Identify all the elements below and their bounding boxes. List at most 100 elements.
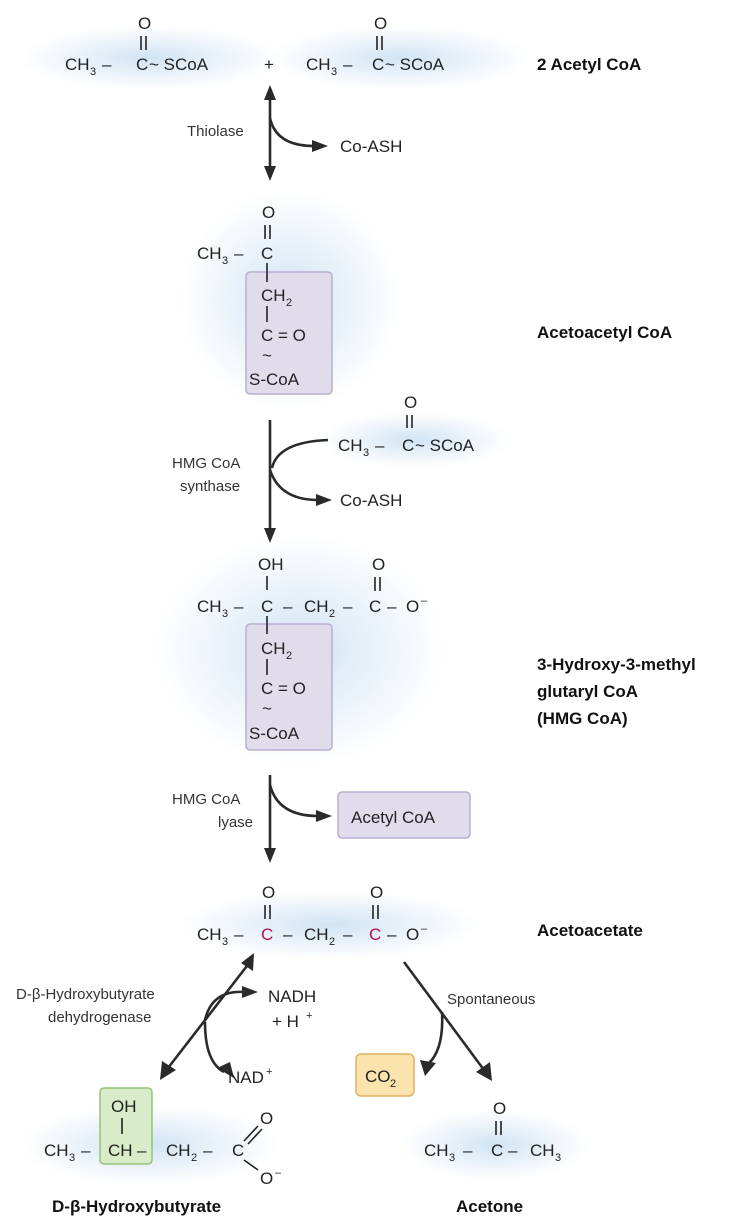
svg-text:O: O	[262, 883, 275, 902]
svg-text:CH: CH	[261, 639, 286, 658]
svg-text:C: C	[369, 925, 381, 944]
svg-text:–: –	[421, 595, 428, 607]
svg-text:CH: CH	[304, 925, 329, 944]
svg-text:C: C	[232, 1141, 244, 1160]
svg-text:3: 3	[90, 66, 96, 78]
svg-text:2: 2	[286, 650, 292, 662]
acetoacetyl-coa-molecule: O CH 3 – C CH 2 C = O ~ S-CoA	[197, 203, 306, 389]
hmg-synthase-arrow	[264, 420, 332, 543]
svg-text:O: O	[262, 203, 275, 222]
label-acetoacetate: Acetoacetate	[537, 921, 643, 940]
spontaneous-label: Spontaneous	[447, 991, 535, 1008]
h-plus: + H	[272, 1012, 299, 1031]
svg-text:3: 3	[555, 1152, 561, 1164]
enzyme-hmg-synthase-line2: synthase	[180, 478, 240, 495]
svg-text:C = O: C = O	[261, 679, 306, 698]
svg-text:3: 3	[222, 255, 228, 267]
hydroxy-box	[99, 1087, 153, 1165]
nad-plus-sup: +	[266, 1066, 272, 1078]
nadh: NADH	[268, 987, 316, 1006]
hmg-lyase-arrow	[264, 775, 332, 863]
svg-text:–: –	[343, 55, 353, 74]
svg-text:3: 3	[222, 608, 228, 620]
svg-text:3: 3	[449, 1152, 455, 1164]
svg-text:C: C	[261, 244, 273, 263]
svg-text:2: 2	[329, 936, 335, 948]
enzyme-thiolase: Thiolase	[187, 123, 244, 140]
svg-text:~: ~	[262, 346, 272, 365]
svg-text:–: –	[102, 55, 112, 74]
svg-text:–: –	[375, 436, 385, 455]
svg-text:O: O	[372, 555, 385, 574]
co2-box	[355, 1053, 415, 1097]
svg-text:–: –	[343, 597, 353, 616]
svg-text:C: C	[402, 436, 414, 455]
acetyl-coa-right: O CH 3 – C ~ SCoA	[306, 14, 445, 78]
hydroxybutyrate-molecule: OH CH 3 – CH – CH 2 – C O O –	[44, 1097, 282, 1188]
svg-text:–: –	[234, 925, 244, 944]
hmg-coa-molecule: OH O CH 3 – C – CH 2 – C – O – CH 2 C = …	[197, 555, 428, 743]
svg-text:C: C	[261, 597, 273, 616]
acetyl-coa-left: O CH 3 – C ~ SCoA	[65, 14, 209, 78]
svg-text:–: –	[283, 597, 293, 616]
enzyme-dehydrogenase-line2: dehydrogenase	[48, 1009, 151, 1026]
svg-text:–: –	[463, 1141, 473, 1160]
co2-sub: 2	[390, 1078, 396, 1090]
svg-text:3: 3	[331, 66, 337, 78]
svg-text:–: –	[81, 1141, 91, 1160]
svg-text:OH: OH	[258, 555, 284, 574]
svg-text:S-CoA: S-CoA	[249, 724, 300, 743]
svg-text:C: C	[136, 55, 148, 74]
svg-text:3: 3	[69, 1152, 75, 1164]
svg-text:~ SCoA: ~ SCoA	[149, 55, 209, 74]
spontaneous-arrow	[402, 961, 492, 1081]
enzyme-hmg-lyase-line1: HMG CoA	[172, 791, 240, 808]
co2: CO	[365, 1067, 391, 1086]
svg-text:–: –	[387, 597, 397, 616]
svg-text:C: C	[261, 925, 273, 944]
label-acetone: Acetone	[456, 1197, 523, 1216]
svg-text:–: –	[203, 1141, 213, 1160]
acetoacetate-molecule: O O CH 3 – C – CH 2 – C – O –	[197, 883, 428, 948]
svg-text:O: O	[374, 14, 387, 33]
svg-text:C: C	[372, 55, 384, 74]
svg-text:~: ~	[262, 699, 272, 718]
co-ash-1: Co-ASH	[340, 137, 402, 156]
svg-text:CH: CH	[166, 1141, 191, 1160]
h-plus-sup: +	[306, 1010, 312, 1022]
svg-text:CH: CH	[65, 55, 90, 74]
svg-text:CH: CH	[44, 1141, 69, 1160]
svg-text:–: –	[387, 925, 397, 944]
svg-text:O: O	[260, 1109, 273, 1128]
svg-text:–: –	[275, 1167, 282, 1179]
svg-text:O: O	[404, 393, 417, 412]
svg-text:CH: CH	[261, 286, 286, 305]
thiolase-arrow	[264, 85, 328, 181]
svg-text:CH: CH	[424, 1141, 449, 1160]
label-acetoacetyl-coa: Acetoacetyl CoA	[537, 323, 672, 342]
svg-text:O: O	[406, 597, 419, 616]
svg-text:C: C	[369, 597, 381, 616]
svg-text:S-CoA: S-CoA	[249, 370, 300, 389]
svg-text:3: 3	[222, 936, 228, 948]
svg-text:O: O	[260, 1169, 273, 1188]
dehydrogenase-arrow	[160, 953, 258, 1080]
svg-text:–: –	[234, 597, 244, 616]
nad-plus: NAD	[228, 1068, 264, 1087]
svg-text:O: O	[370, 883, 383, 902]
hmg-scoa-box	[245, 623, 333, 751]
label-hydroxybutyrate: D-β-Hydroxybutyrate	[52, 1197, 221, 1216]
svg-text:O: O	[138, 14, 151, 33]
co-ash-2: Co-ASH	[340, 491, 402, 510]
svg-text:C = O: C = O	[261, 326, 306, 345]
svg-text:–: –	[137, 1141, 147, 1160]
svg-text:CH: CH	[306, 55, 331, 74]
label-hmg-line2: glutaryl CoA	[537, 682, 638, 701]
svg-text:CH: CH	[530, 1141, 555, 1160]
svg-text:–: –	[234, 244, 244, 263]
plus-sign: +	[264, 55, 274, 74]
acetyl-coa-product: Acetyl CoA	[351, 808, 436, 827]
svg-text:CH: CH	[108, 1141, 133, 1160]
svg-text:–: –	[343, 925, 353, 944]
